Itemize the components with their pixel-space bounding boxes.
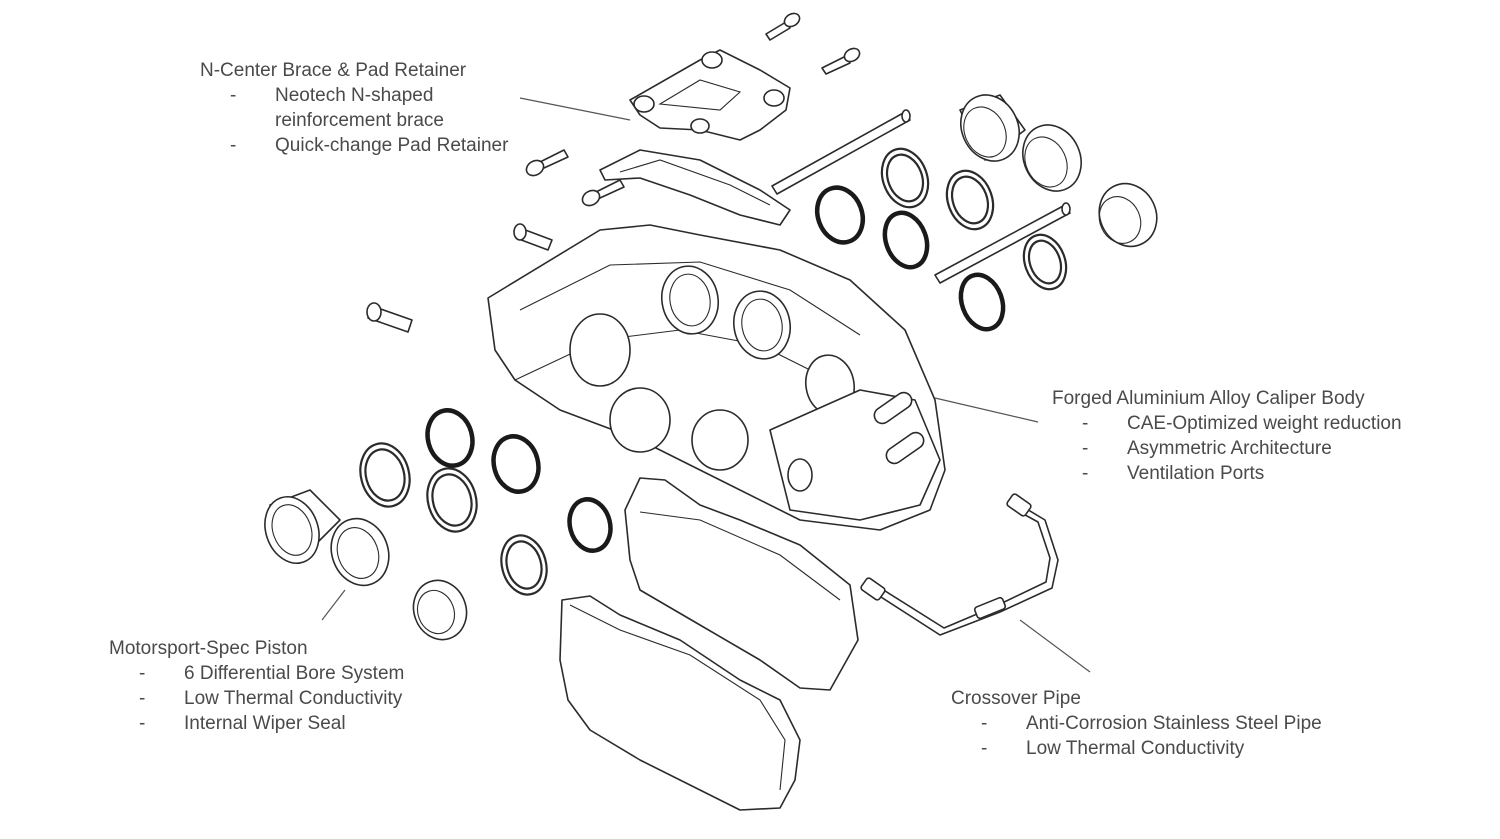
pistons-right (959, 94, 1158, 248)
callout-piston-title: Motorsport-Spec Piston (109, 638, 308, 659)
callout-pipe-item-text: Anti-Corrosion Stainless Steel Pipe (1026, 713, 1322, 734)
callout-piston-item: - Low Thermal Conductivity (109, 686, 404, 711)
crossover-pipe (860, 493, 1059, 636)
bullet-dash: - (230, 85, 237, 106)
bullet-dash: - (981, 738, 988, 759)
callout-pipe: Crossover Pipe - Anti-Corrosion Stainless… (951, 686, 1322, 761)
callout-brace-item: reinforcement brace (200, 108, 508, 133)
callout-brace-item-text: Quick-change Pad Retainer (275, 135, 509, 156)
bullet-dash: - (230, 135, 237, 156)
bullet-dash: - (1082, 438, 1089, 459)
caliper-body (487, 224, 946, 531)
callout-pipe-item: - Low Thermal Conductivity (951, 736, 1322, 761)
bolt-top-1 (765, 12, 801, 41)
callout-brace-item: - Neotech N-shaped (200, 83, 508, 108)
callout-piston-item: - 6 Differential Bore System (109, 661, 404, 686)
seal-rings-left (359, 408, 613, 596)
bolt-left-2 (581, 179, 625, 207)
callout-brace-item: - Quick-change Pad Retainer (200, 133, 508, 158)
callout-body-item-text: CAE-Optimized weight reduction (1127, 413, 1402, 434)
seal-rings-right (814, 147, 1068, 332)
callout-body-item: - CAE-Optimized weight reduction (1052, 411, 1402, 436)
pistons-left (264, 489, 468, 641)
bleeder-screw-2 (366, 302, 413, 333)
callout-pipe-title: Crossover Pipe (951, 688, 1081, 709)
callout-brace: N-Center Brace & Pad Retainer - Neotech N… (200, 58, 508, 158)
bullet-dash: - (139, 688, 146, 709)
callout-pipe-item: - Anti-Corrosion Stainless Steel Pipe (951, 711, 1322, 736)
bullet-dash: - (139, 713, 146, 734)
bullet-dash: - (139, 663, 146, 684)
callout-brace-title: N-Center Brace & Pad Retainer (200, 60, 467, 81)
leader-pipe (1019, 619, 1091, 673)
brake-pad-rear (624, 477, 859, 691)
callout-piston-item: - Internal Wiper Seal (109, 711, 404, 736)
pad-pin-lower (934, 202, 1071, 284)
bleeder-screw-1 (513, 223, 553, 251)
leader-body (934, 397, 1039, 423)
bolt-left-1 (525, 149, 569, 177)
bullet-dash (200, 108, 275, 133)
callout-body-title: Forged Aluminium Alloy Caliper Body (1052, 388, 1365, 409)
callout-piston: Motorsport-Spec Piston - 6 Differential B… (109, 636, 404, 736)
brake-pad-front (559, 595, 801, 811)
n-center-brace (599, 49, 791, 226)
callout-pipe-item-text: Low Thermal Conductivity (1026, 738, 1245, 759)
callout-brace-item-text: reinforcement brace (275, 110, 444, 131)
pad-pin-upper (771, 109, 911, 195)
callout-piston-item-text: Low Thermal Conductivity (184, 688, 403, 709)
bullet-dash: - (1082, 413, 1089, 434)
bullet-dash: - (1082, 463, 1089, 484)
callout-body-item: - Ventilation Ports (1052, 461, 1402, 486)
bullet-dash: - (981, 713, 988, 734)
callout-body-item-text: Asymmetric Architecture (1127, 438, 1332, 459)
callout-piston-item-text: 6 Differential Bore System (184, 663, 405, 684)
leader-piston (321, 589, 346, 621)
callout-body: Forged Aluminium Alloy Caliper Body - CAE… (1052, 386, 1402, 486)
callout-body-item-text: Ventilation Ports (1127, 463, 1265, 484)
bolt-top-2 (821, 47, 861, 75)
callout-body-item: - Asymmetric Architecture (1052, 436, 1402, 461)
callout-piston-item-text: Internal Wiper Seal (184, 713, 346, 734)
callout-brace-item-text: Neotech N-shaped (275, 85, 434, 106)
leader-brace (519, 97, 631, 121)
